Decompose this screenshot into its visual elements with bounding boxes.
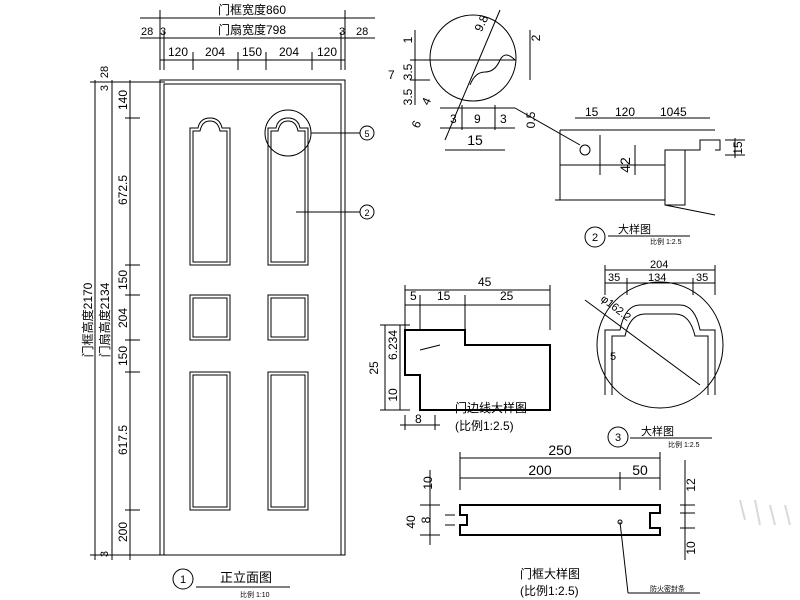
d5-dim-3-left: 3 — [450, 112, 457, 126]
detail-5: 9.8 1 2 7 3.5 3.5 4 6 3 9 3 15 0.5 — [388, 9, 581, 151]
left-dim-617-5: 617.5 — [116, 425, 130, 455]
frame-dim-8: 8 — [419, 516, 433, 523]
frame-height-label: 门框高度2170 — [80, 282, 95, 357]
top-dim-3-right: 3 — [339, 26, 345, 38]
left-dim-200: 200 — [116, 522, 130, 542]
d3-dim-134: 134 — [648, 272, 666, 284]
d3-dim-5: 5 — [610, 351, 616, 363]
frame-dim-10-bottom: 10 — [684, 541, 698, 555]
detail-3-scale: 比例 1:2.5 — [668, 440, 700, 449]
d5-dim-15: 15 — [467, 132, 483, 148]
d5-dim-4: 4 — [419, 95, 435, 107]
detail-2-title: 大样图 — [618, 222, 651, 236]
leaf-height-label: 门扇高度2134 — [97, 282, 112, 357]
d3-dim-phi162: φ162.2 — [598, 293, 633, 324]
left-dim-140: 140 — [116, 90, 130, 110]
left-dim-150-b: 150 — [116, 346, 130, 366]
left-dim-150-a: 150 — [116, 270, 130, 290]
frame-scale: (比例1:2.5) — [520, 584, 579, 598]
trim-scale: (比例1:2.5) — [455, 419, 514, 433]
frame-leader-note: 防火密封条 — [650, 584, 685, 593]
trim-dim-45: 45 — [478, 275, 492, 289]
d2-dim-15-right: 15 — [731, 141, 745, 155]
detail-2: 15 120 1045 15 42 2 大样图 比例 1:2.5 — [555, 105, 745, 248]
trim-dim-8: 8 — [415, 412, 422, 426]
trim-dim-25-v: 25 — [367, 361, 381, 375]
frame-width-label: 门框宽度860 — [218, 2, 286, 17]
frame-dim-50: 50 — [632, 462, 648, 478]
top-dim-120-right: 120 — [317, 45, 337, 59]
trim-title: 门边线大样图 — [455, 400, 527, 415]
d2-dim-15: 15 — [585, 105, 599, 119]
d5-dim-9-8: 9.8 — [472, 12, 492, 33]
top-dim-120-left: 120 — [168, 45, 188, 59]
frame-dim-200: 200 — [528, 462, 552, 478]
d5-dim-3-5-b: 3.5 — [401, 88, 415, 105]
top-dim-150: 150 — [242, 45, 262, 59]
d5-dim-6: 6 — [409, 118, 425, 130]
trim-dim-6-234: 6.234 — [386, 330, 400, 360]
d5-dim-7: 7 — [388, 68, 395, 82]
elevation-title: 正立面图 — [220, 570, 272, 585]
frame-profile: 250 200 50 10 40 8 12 10 防火密封条 门框大样图 (比例… — [404, 442, 700, 598]
elevation-scale: 比例 1:10 — [240, 590, 270, 599]
top-dim-204-left: 204 — [205, 45, 225, 59]
top-dim-28-left: 28 — [141, 26, 153, 38]
d5-dim-3-right: 3 — [500, 112, 507, 126]
d2-dim-42: 42 — [617, 157, 633, 173]
d3-dim-35-right: 35 — [696, 272, 708, 284]
detail-3-number: 3 — [615, 432, 621, 444]
callout-5: 5 — [364, 129, 369, 139]
d5-dim-3-5-a: 3.5 — [401, 63, 415, 80]
callout-2: 2 — [364, 208, 369, 218]
view-number-1: 1 — [180, 574, 186, 586]
frame-dim-40: 40 — [404, 515, 418, 529]
leaf-width-label: 门扇宽度798 — [218, 22, 286, 37]
d5-dim-2: 2 — [529, 34, 543, 41]
frame-dim-250: 250 — [548, 442, 572, 458]
detail-3-title: 大样图 — [641, 424, 674, 438]
trim-dim-10: 10 — [386, 388, 400, 402]
frame-dim-12: 12 — [684, 478, 698, 492]
trim-dim-15: 15 — [437, 289, 451, 303]
trim-dim-25: 25 — [500, 289, 514, 303]
detail-2-number: 2 — [592, 232, 598, 244]
d3-dim-204: 204 — [650, 259, 668, 271]
d5-dim-1: 1 — [401, 36, 415, 43]
watermark-mark — [739, 499, 791, 526]
detail-3: 204 35 134 35 φ162.2 5 3 大样图 比例 1:2.5 — [584, 259, 724, 449]
left-dim-672-5: 672.5 — [116, 175, 130, 205]
top-dim-28-right: 28 — [356, 26, 368, 38]
trim-profile: 45 5 15 25 25 6.234 10 8 门边线大样图 (比例1:2.5… — [367, 275, 551, 433]
trim-dim-5: 5 — [410, 289, 417, 303]
frame-title: 门框大样图 — [520, 566, 580, 581]
left-dim-204: 204 — [116, 308, 130, 328]
d2-dim-1045: 1045 — [660, 105, 687, 119]
detail-2-scale: 比例 1:2.5 — [650, 237, 682, 246]
left-dim-28: 28 — [99, 66, 111, 78]
left-dim-3-bottom: 3 — [99, 551, 111, 557]
left-dim-3-top: 3 — [99, 85, 111, 91]
d2-dim-120: 120 — [615, 105, 635, 119]
frame-dim-10-top: 10 — [421, 476, 435, 490]
d5-dim-9: 9 — [474, 112, 481, 126]
top-dim-3-left: 3 — [160, 26, 166, 38]
d3-dim-35-left: 35 — [608, 272, 620, 284]
door-elevation: 门框宽度860 门扇宽度798 28 3 120 204 150 204 120… — [80, 2, 375, 599]
top-dim-204-right: 204 — [279, 45, 299, 59]
